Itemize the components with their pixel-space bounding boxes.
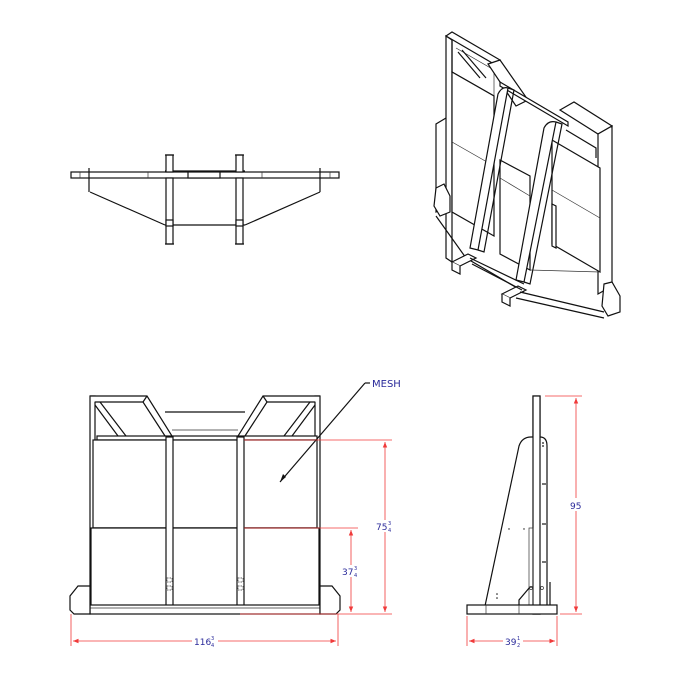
- side-view: [466, 395, 558, 615]
- dim-lower-panel-height: 37: [342, 568, 353, 578]
- top-view: [70, 154, 340, 245]
- svg-text:4: 4: [211, 643, 214, 649]
- svg-text:1: 1: [517, 636, 520, 642]
- svg-text:2: 2: [517, 643, 520, 649]
- svg-text:4: 4: [388, 528, 391, 534]
- svg-text:4: 4: [354, 573, 357, 579]
- front-view: [69, 395, 341, 615]
- svg-text:3: 3: [354, 566, 357, 572]
- mesh-callout: MESH: [279, 379, 401, 483]
- dim-mesh-height: 75: [376, 523, 387, 533]
- mesh-label: MESH: [372, 379, 401, 390]
- svg-text:3: 3: [211, 636, 214, 642]
- dim-overall-width: 116: [194, 638, 211, 648]
- dim-depth: 39: [505, 638, 517, 648]
- side-dimensions: 95 39 1 2: [466, 395, 584, 649]
- dim-overall-height: 95: [570, 502, 581, 512]
- front-dimensions: 75 3 4 37 3 4 116 3 4: [70, 439, 396, 649]
- isometric-view: [433, 31, 621, 319]
- svg-text:3: 3: [388, 521, 391, 527]
